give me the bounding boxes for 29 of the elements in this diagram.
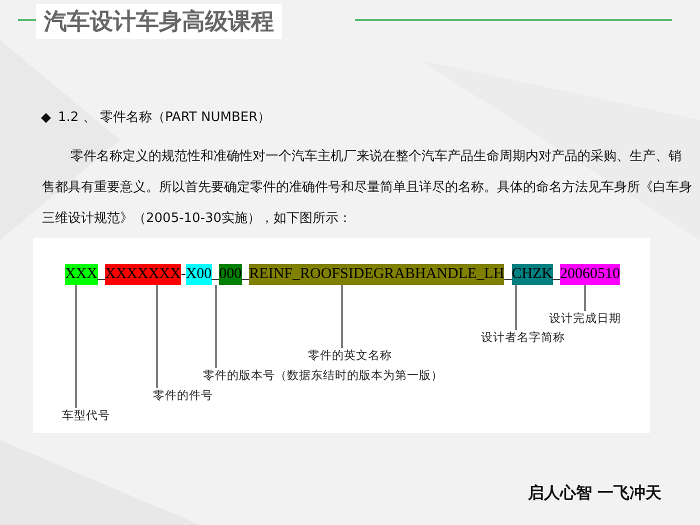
leader-line <box>215 285 217 368</box>
separator: _ <box>98 265 105 284</box>
code-segment: REINF_ROOFSIDEGRABHANDLE_LH <box>249 264 504 285</box>
title: 汽车设计车身高级课程 <box>36 4 282 39</box>
annotation-text: 零件的件号 <box>153 388 213 403</box>
code-segment: X00 <box>186 264 212 285</box>
code-segment: 20060510 <box>560 264 620 285</box>
leader-line <box>156 285 158 388</box>
separator: - <box>180 265 186 284</box>
paragraph: 零件名称定义的规范性和准确性对一个汽车主机厂来说在整个汽车产品生命周期内对产品的采购、生产、销售都具有重要意义。所以首先要确定零件的准确件号和尽量简单且详尽的名称。具体的命名方法见车身所《白车身三维设计规范》（2005-10-30实施），如下图所示： <box>42 148 693 228</box>
annotation-text: 零件的版本号（数据东结时的版本为第一版） <box>203 368 443 383</box>
code-segment: XXXXXXX <box>105 264 181 285</box>
code-segment: XXX <box>65 264 98 285</box>
annotation-text: 零件的英文名称 <box>308 348 392 363</box>
separator: _ <box>242 265 250 284</box>
annotation-text: 设计完成日期 <box>549 311 621 326</box>
annotation-text: 设计者名字简称 <box>481 330 565 345</box>
separator: _ <box>504 265 512 284</box>
leader-line <box>515 285 517 330</box>
separator: _ <box>212 265 220 284</box>
section-heading: 1.2 、 零件名称（PART NUMBER） <box>58 109 271 126</box>
code-segment: CHZK <box>512 264 553 285</box>
leader-line <box>75 285 77 408</box>
code-segment: 000 <box>219 264 242 285</box>
slogan: 启人心智 一飞冲天 <box>528 483 662 504</box>
leader-line <box>341 285 343 348</box>
leader-line <box>584 285 586 311</box>
annotation-text: 车型代号 <box>62 408 110 423</box>
separator: _ <box>552 265 560 284</box>
